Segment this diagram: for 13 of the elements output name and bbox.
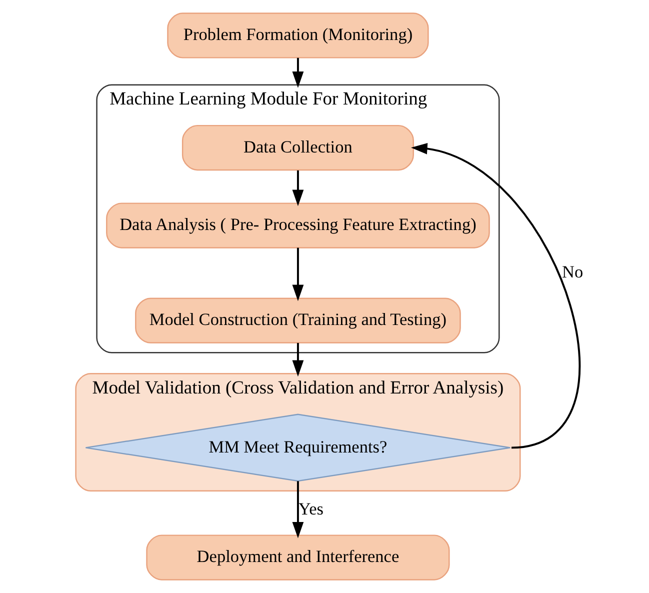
arrow xyxy=(292,342,304,377)
node-box: Data Analysis ( Pre- Processing Feature Extracting) xyxy=(106,202,490,248)
node-box: Data Collection xyxy=(182,124,414,171)
arrow xyxy=(292,248,304,302)
node-diamond: MM Meet Requirements? xyxy=(85,414,511,482)
arrow xyxy=(292,58,304,88)
arrow xyxy=(292,170,304,206)
node-box: Model Construction (Training and Testing) xyxy=(135,298,461,344)
arrow xyxy=(411,142,580,449)
node-box: Deployment and Interference xyxy=(146,534,450,580)
edge-label: No xyxy=(562,262,584,282)
arrow xyxy=(292,481,304,538)
node-box: Problem Formation (Monitoring) xyxy=(167,12,429,58)
